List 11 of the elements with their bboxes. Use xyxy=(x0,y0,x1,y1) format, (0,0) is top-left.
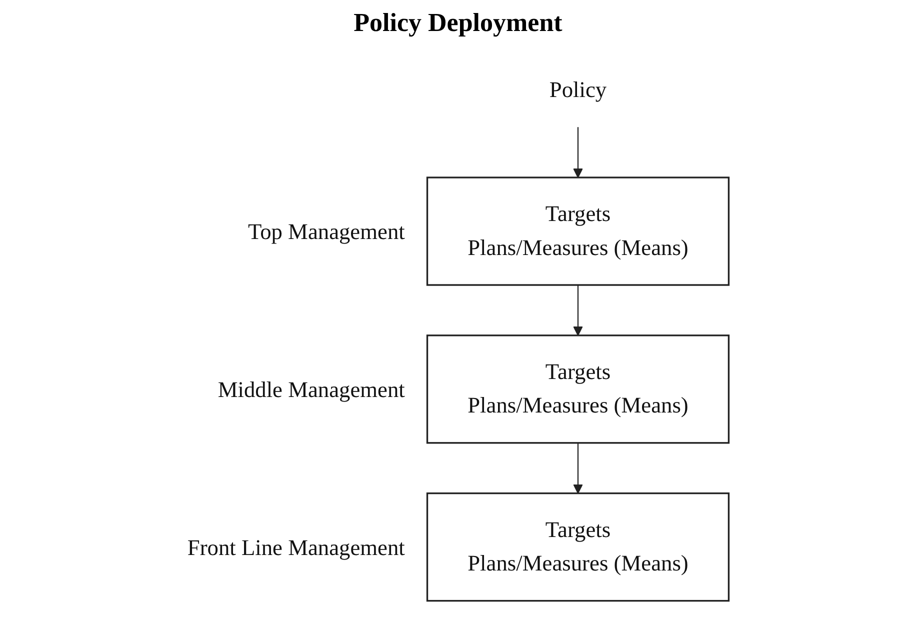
level-label: Front Line Management xyxy=(187,534,405,560)
level-label: Middle Management xyxy=(218,377,405,402)
process-box: Targets Plans/Measures (Means) xyxy=(426,334,730,444)
level-label: Top Management xyxy=(248,219,405,244)
diagram-title: Policy Deployment xyxy=(352,8,564,38)
process-box: Targets Plans/Measures (Means) xyxy=(426,492,730,602)
node-label: Policy xyxy=(549,78,607,102)
arrow xyxy=(573,127,583,178)
process-box: Targets Plans/Measures (Means) xyxy=(426,176,730,286)
arrow xyxy=(573,285,583,336)
arrow xyxy=(573,442,583,494)
